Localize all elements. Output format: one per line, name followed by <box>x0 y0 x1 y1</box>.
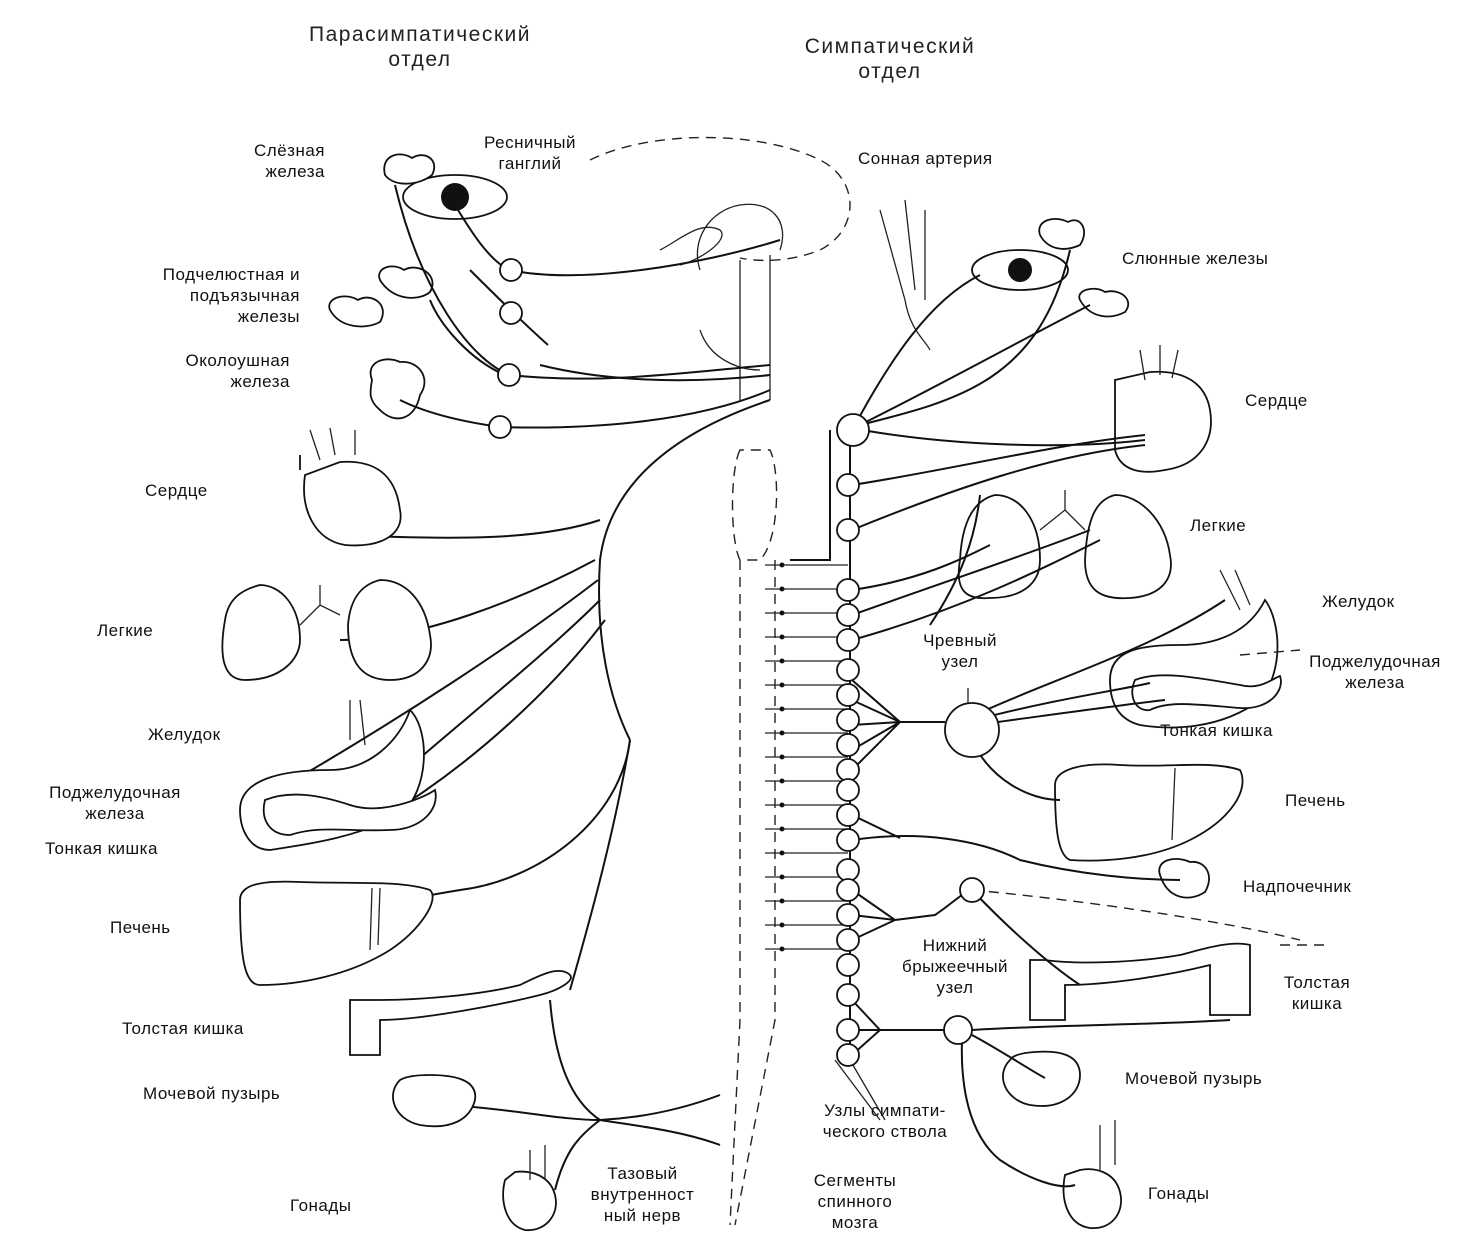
label-sympathetic-trunk-ganglia: Узлы симпати-ческого ствола <box>785 1100 985 1142</box>
label-stomach-right: Желудок <box>1322 591 1395 612</box>
rootlet-dot <box>780 587 785 592</box>
sympathetic-chain-ganglion <box>837 954 859 976</box>
sympathetic-chain-ganglion <box>837 779 859 801</box>
rootlet-dot <box>780 851 785 856</box>
sympathetic-chain-ganglion <box>837 709 859 731</box>
rootlet-dot <box>780 875 785 880</box>
sympathetic-chain-ganglion <box>837 984 859 1006</box>
sympathetic-chain-ganglion <box>837 629 859 651</box>
sympathetic-chain-ganglion <box>837 734 859 756</box>
label-salivary-glands: Слюнные железы <box>1122 248 1268 269</box>
label-stomach-left: Желудок <box>148 724 221 745</box>
rootlet-dot <box>780 659 785 664</box>
brain-outline <box>590 138 850 401</box>
label-small-intestine-left: Тонкая кишка <box>45 838 158 859</box>
sympathetic-chain-ganglion <box>837 1019 859 1041</box>
rootlet-dot <box>780 635 785 640</box>
label-gonads-right: Гонады <box>1148 1183 1210 1204</box>
label-colon-left: Толстая кишка <box>122 1018 244 1039</box>
label-gonads-left: Гонады <box>290 1195 352 1216</box>
sympathetic-nerves <box>835 250 1300 1186</box>
rootlet-dot <box>780 707 785 712</box>
sympathetic-chain-ganglion <box>837 929 859 951</box>
rootlet-dot <box>780 563 785 568</box>
label-carotid-artery: Сонная артерия <box>858 148 993 169</box>
label-liver-left: Печень <box>110 917 171 938</box>
rootlet-dot <box>780 683 785 688</box>
label-small-intestine-right: Тонкая кишка <box>1160 720 1273 741</box>
parasympathetic-nerves <box>222 154 780 1230</box>
label-bladder-right: Мочевой пузырь <box>1125 1068 1262 1089</box>
label-adrenal-gland: Надпочечник <box>1243 876 1351 897</box>
sympathetic-chain-ganglion <box>837 1044 859 1066</box>
sympathetic-chain-ganglion <box>837 659 859 681</box>
rootlet-dot <box>780 827 785 832</box>
sympathetic-chain-ganglion <box>837 804 859 826</box>
spinal-segment-rootlets <box>765 563 848 952</box>
sympathetic-chain-ganglion <box>837 519 859 541</box>
label-liver-right: Печень <box>1285 790 1346 811</box>
sympathetic-chain-ganglion <box>837 829 859 851</box>
sympathetic-chain-ganglion <box>837 859 859 881</box>
rootlet-dot <box>780 731 785 736</box>
sympathetic-chain-ganglion <box>837 879 859 901</box>
label-heart-right: Сердце <box>1245 390 1308 411</box>
sympathetic-chain-ganglion <box>837 414 869 446</box>
sympathetic-chain-ganglion <box>837 579 859 601</box>
rootlet-dot <box>780 779 785 784</box>
rootlet-dot <box>780 755 785 760</box>
label-heart-left: Сердце <box>145 480 208 501</box>
rootlet-dot <box>780 611 785 616</box>
rootlet-dot <box>780 923 785 928</box>
sympathetic-chain-ganglion <box>837 604 859 626</box>
sympathetic-chain-ganglion <box>837 904 859 926</box>
label-lungs-left: Легкие <box>97 620 153 641</box>
sympathetic-chain-ganglion <box>837 684 859 706</box>
rootlet-dot <box>780 947 785 952</box>
rootlet-dot <box>780 803 785 808</box>
sympathetic-chain-ganglion <box>837 474 859 496</box>
rootlet-dot <box>780 899 785 904</box>
sympathetic-chain-ganglion <box>837 759 859 781</box>
label-bladder-left: Мочевой пузырь <box>143 1083 280 1104</box>
label-lungs-right: Легкие <box>1190 515 1246 536</box>
